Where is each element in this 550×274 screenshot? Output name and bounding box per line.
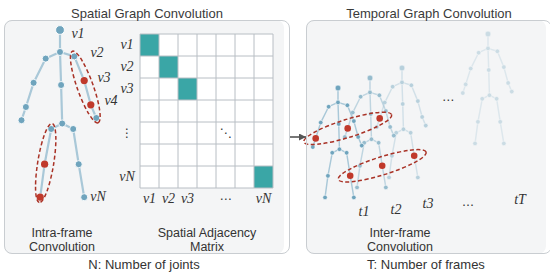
symbol-label: v4 bbox=[104, 94, 117, 108]
footnote: T: Number of frames bbox=[367, 258, 485, 272]
symbol-label: tT bbox=[514, 193, 526, 207]
ellipsis-label: ⋯ bbox=[220, 192, 232, 206]
symbol-label: v3 bbox=[181, 192, 194, 206]
footnote: N: Number of joints bbox=[88, 258, 199, 272]
panel-box: Temporal Graph Convolution bbox=[306, 20, 550, 254]
neighbour-group bbox=[31, 122, 60, 204]
symbol-label: v1 bbox=[120, 38, 133, 52]
symbol-label: v2 bbox=[90, 46, 103, 60]
panel-box: Spatial Graph Convolution bbox=[4, 20, 290, 254]
neighbour-group bbox=[65, 49, 106, 126]
caption: Spatial Adjacency Matrix bbox=[147, 226, 267, 254]
symbol-label: t2 bbox=[391, 203, 402, 217]
symbol-label: v2 bbox=[162, 192, 175, 206]
panel-heading: Temporal Graph Convolution bbox=[307, 2, 550, 26]
caption: Inter-frame Convolution bbox=[357, 226, 443, 254]
temporal-group bbox=[336, 143, 429, 188]
symbol-label: v3 bbox=[97, 71, 110, 85]
skeleton-frame bbox=[310, 85, 364, 200]
ellipsis-label: … bbox=[462, 195, 474, 209]
symbol-label: vN bbox=[119, 170, 135, 184]
symbol-label: v3 bbox=[120, 82, 133, 96]
highlight-joints bbox=[37, 77, 95, 201]
skeleton-frame bbox=[342, 75, 396, 190]
panel-ground bbox=[306, 20, 546, 254]
skeleton-frame bbox=[374, 65, 428, 180]
caption: Intra-frame Convolution bbox=[20, 226, 104, 254]
highlight-joints bbox=[312, 115, 417, 179]
adjacency-matrix bbox=[140, 34, 273, 188]
symbol-label: v2 bbox=[120, 60, 133, 74]
symbol-label: v1 bbox=[71, 27, 84, 41]
symbol-label: t3 bbox=[423, 197, 434, 211]
temporal-group bbox=[301, 106, 394, 151]
panel-ground bbox=[4, 20, 284, 254]
symbol-label: t1 bbox=[359, 205, 370, 219]
symbol-label: v1 bbox=[143, 192, 156, 206]
skeleton-frame bbox=[460, 31, 514, 146]
ellipsis-label: ⋮ bbox=[121, 126, 133, 140]
symbol-label: vN bbox=[256, 192, 272, 206]
flow-arrow bbox=[290, 136, 306, 138]
ellipsis-label: ⋯ bbox=[442, 93, 454, 107]
panel-heading: Spatial Graph Convolution bbox=[5, 2, 289, 26]
symbol-label: vN bbox=[90, 190, 106, 204]
ellipsis-label: ⋱ bbox=[220, 126, 232, 140]
